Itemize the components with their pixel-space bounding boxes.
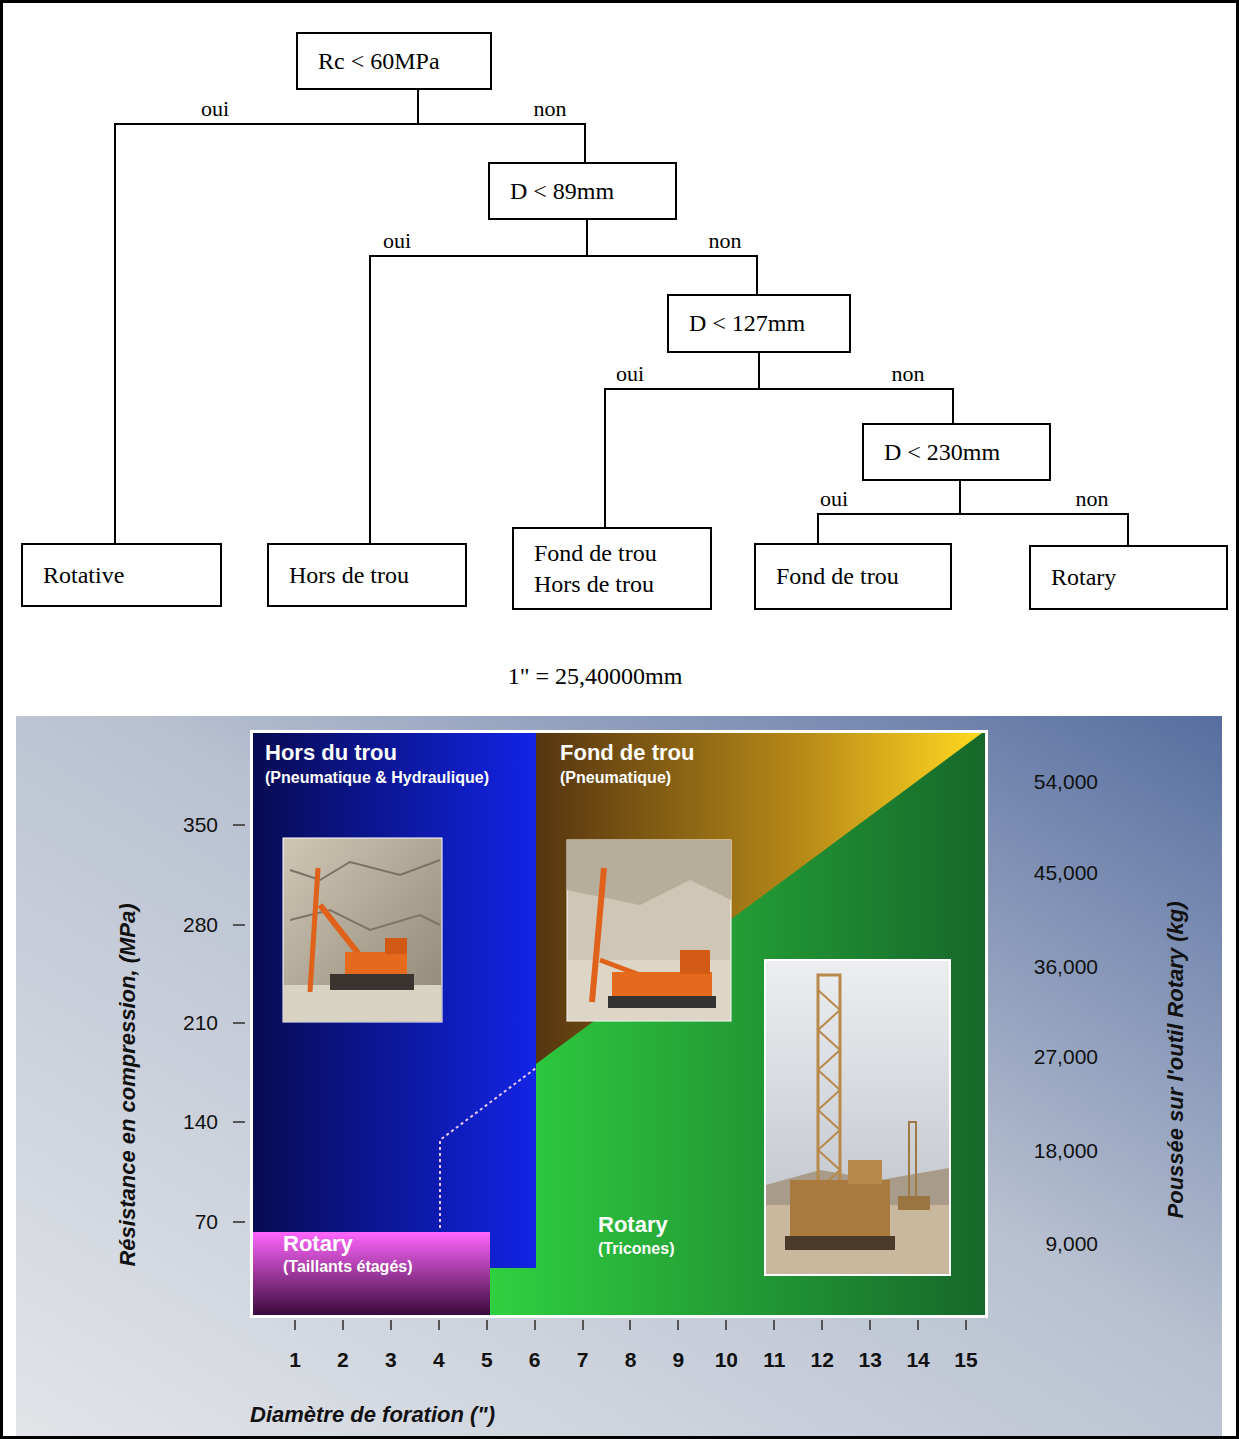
axis-tick-label: 27,000 — [1034, 1044, 1098, 1070]
result-box: Hors de trou — [267, 543, 467, 607]
axis-tick-label: 1 — [289, 1347, 301, 1373]
box-text: D < 127mm — [689, 308, 805, 339]
result-box: Fond de trouHors de trou — [512, 527, 712, 610]
axis-tick-label: 36,000 — [1034, 954, 1098, 980]
axis-tick-label: 3 — [385, 1347, 397, 1373]
decision-box: Rc < 60MPa — [296, 32, 492, 90]
axis-tick-label: 14 — [906, 1347, 929, 1373]
axis-tick-label: 7 — [577, 1347, 589, 1373]
region-label: Hors du trou — [265, 740, 397, 766]
result-box: Rotative — [21, 543, 222, 607]
axis-tick-label: 5 — [481, 1347, 493, 1373]
tree-connector — [818, 481, 960, 543]
box-text: Fond de trou — [534, 538, 657, 569]
tree-connector — [587, 220, 757, 294]
branch-label: oui — [820, 486, 848, 512]
tree-connector — [370, 220, 587, 543]
region-label: Rotary — [598, 1212, 668, 1238]
decision-box: D < 89mm — [488, 162, 677, 220]
branch-label: oui — [201, 96, 229, 122]
axis-title: Résistance en compression, (MPa) — [115, 903, 141, 1266]
axis-tick-label: 12 — [811, 1347, 834, 1373]
decision-box: D < 230mm — [862, 423, 1051, 481]
box-text: Hors de trou — [289, 560, 409, 591]
axis-tick-label: 350 — [183, 812, 218, 838]
axis-tick-label: 10 — [715, 1347, 738, 1373]
decision-box: D < 127mm — [667, 294, 851, 353]
axis-tick-label: 11 — [763, 1347, 785, 1373]
axis-tick-label: 210 — [183, 1010, 218, 1036]
axis-tick-label: 4 — [433, 1347, 445, 1373]
branch-label: non — [709, 228, 742, 254]
branch-label: non — [892, 361, 925, 387]
box-text: Fond de trou — [776, 561, 899, 592]
box-text: Rotary — [1051, 562, 1116, 593]
axis-title: Poussée sur l'outil Rotary (kg) — [1163, 902, 1189, 1219]
region-sublabel: (Tricones) — [598, 1239, 674, 1259]
region-label: Fond de trou — [560, 740, 694, 766]
scale-note: 1" = 25,40000mm — [508, 662, 683, 690]
axis-tick-label: 9,000 — [1045, 1231, 1098, 1257]
axis-tick-label: 18,000 — [1034, 1138, 1098, 1164]
tree-connector — [418, 90, 585, 162]
branch-label: oui — [383, 228, 411, 254]
tree-connector — [115, 90, 418, 543]
result-box: Rotary — [1029, 545, 1228, 610]
region-sublabel: (Pneumatique) — [560, 768, 671, 788]
tree-connector — [605, 353, 759, 527]
axis-tick-label: 13 — [858, 1347, 881, 1373]
branch-label: oui — [616, 361, 644, 387]
tree-connector — [759, 353, 953, 423]
box-text: D < 230mm — [884, 437, 1000, 468]
axis-tick-label: 9 — [673, 1347, 685, 1373]
result-box: Fond de trou — [754, 543, 952, 610]
box-text: Rotative — [43, 560, 124, 591]
axis-tick-label: 45,000 — [1034, 860, 1098, 886]
axis-tick-label: 54,000 — [1034, 769, 1098, 795]
axis-tick-label: 15 — [954, 1347, 977, 1373]
axis-tick-label: 2 — [337, 1347, 349, 1373]
box-text: Rc < 60MPa — [318, 46, 440, 77]
box-text: Hors de trou — [534, 569, 654, 600]
axis-tick-label: 140 — [183, 1109, 218, 1135]
axis-tick-label: 280 — [183, 912, 218, 938]
region-label: Rotary — [283, 1231, 353, 1257]
tree-connector — [960, 481, 1128, 545]
axis-tick-label: 8 — [625, 1347, 637, 1373]
branch-label: non — [534, 96, 567, 122]
region-sublabel: (Pneumatique & Hydraulique) — [265, 768, 489, 788]
axis-title: Diamètre de foration (") — [250, 1402, 495, 1428]
axis-tick-label: 6 — [529, 1347, 541, 1373]
box-text: D < 89mm — [510, 176, 614, 207]
axis-tick-label: 70 — [195, 1209, 218, 1235]
region-sublabel: (Taillants étagés) — [283, 1257, 413, 1277]
branch-label: non — [1076, 486, 1109, 512]
